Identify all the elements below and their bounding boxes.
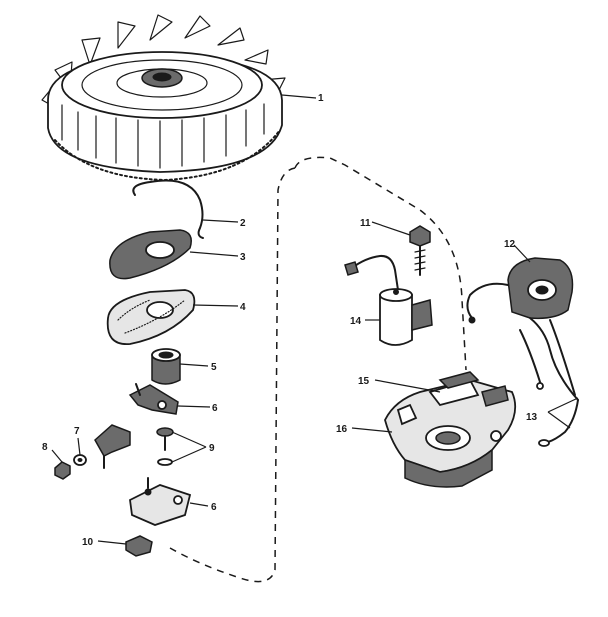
callout-6a: 6 <box>212 403 218 414</box>
condenser-part <box>344 254 433 346</box>
leader-lines <box>51 94 579 545</box>
callouts: 1 2 3 4 5 6 7 8 9 6 10 11 12 13 14 15 16 <box>42 93 538 548</box>
felt-block-part <box>125 535 153 557</box>
lock-washer-part <box>157 458 173 466</box>
callout-6b: 6 <box>211 502 217 513</box>
ground-lead-part <box>538 399 579 447</box>
breaker-base-part <box>129 477 192 526</box>
callout-16: 16 <box>336 424 348 435</box>
callout-11: 11 <box>360 218 371 229</box>
spring-clip-part <box>132 179 204 239</box>
contact-bracket-part <box>94 424 131 469</box>
callout-1: 1 <box>318 93 324 104</box>
washer-part <box>73 454 87 466</box>
flywheel-part <box>41 14 286 181</box>
callout-15: 15 <box>358 376 370 387</box>
callout-10: 10 <box>82 537 94 548</box>
cover-plate-part <box>109 229 192 280</box>
callout-14: 14 <box>350 316 362 327</box>
mounting-plate-part <box>384 371 517 488</box>
callout-5: 5 <box>211 362 217 373</box>
callout-9: 9 <box>209 443 215 454</box>
screw-part <box>156 427 174 451</box>
mounting-screw-part <box>409 225 431 276</box>
ignition-coil-part <box>466 257 579 401</box>
callout-3: 3 <box>240 252 246 263</box>
assembly-boundary <box>169 156 467 583</box>
callout-8: 8 <box>42 442 48 453</box>
breaker-arm-part <box>128 383 179 415</box>
nut-part <box>54 461 71 480</box>
gasket-part <box>106 289 196 345</box>
bushing-part <box>151 348 181 385</box>
callout-13: 13 <box>526 412 538 423</box>
callout-12: 12 <box>504 239 516 250</box>
callout-7: 7 <box>74 426 80 437</box>
callout-4: 4 <box>240 302 246 313</box>
callout-2: 2 <box>240 218 246 229</box>
